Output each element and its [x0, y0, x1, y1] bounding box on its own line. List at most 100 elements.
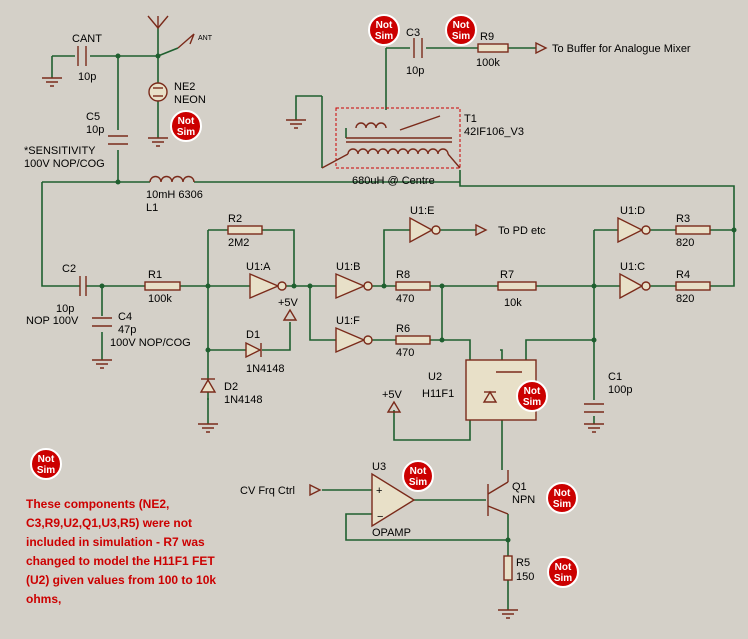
r3-resistor	[675, 225, 711, 235]
svg-text:Sim: Sim	[37, 465, 55, 476]
cant-ref: CANT	[72, 33, 102, 45]
r9-ref: R9	[480, 31, 494, 43]
note-line-6: ohms,	[26, 592, 61, 606]
r1-resistor	[144, 281, 181, 291]
plus5v-arrow-icon	[282, 308, 298, 321]
c4-capacitor	[92, 317, 112, 327]
q1-transistor	[487, 470, 509, 516]
c2-value: 10p	[56, 303, 74, 315]
r2-resistor	[227, 225, 263, 235]
u1a-inverter	[249, 272, 287, 300]
d2-value: 1N4148	[224, 394, 263, 406]
c2-ref: C2	[62, 263, 76, 275]
r4-resistor	[675, 281, 711, 291]
note-line-4: changed to model the H11F1 FET	[26, 554, 215, 568]
u2-value: H11F1	[422, 388, 454, 400]
q1-ref: Q1	[512, 481, 527, 493]
r6-value: 470	[396, 347, 414, 359]
sensitivity-line-2: 100V NOP/COG	[24, 158, 105, 170]
sensitivity-line-1: *SENSITIVITY	[24, 145, 96, 157]
ne2-neon-lamp	[148, 82, 168, 102]
c2-capacitor	[79, 276, 87, 296]
r1-value: 100k	[148, 293, 172, 305]
c2-rating: NOP 100V	[26, 315, 79, 327]
r2-value: 2M2	[228, 237, 249, 249]
cant-value: 10p	[78, 71, 96, 83]
c1-ref: C1	[608, 371, 622, 383]
r4-value: 820	[676, 293, 694, 305]
d1-diode	[245, 341, 262, 359]
svg-text:Sim: Sim	[553, 499, 571, 510]
cv-arrow-icon	[309, 483, 322, 497]
svg-text:Sim: Sim	[375, 31, 393, 42]
antenna-symbol	[147, 15, 195, 49]
c3-ref: C3	[406, 27, 420, 39]
svg-text:Not: Not	[38, 454, 55, 465]
r1-ref: R1	[148, 269, 162, 281]
u3-value: OPAMP	[372, 527, 411, 539]
not-sim-badge-ne2: Not Sim	[170, 110, 202, 142]
c4-value: 47p	[118, 324, 136, 336]
c4-rating: 100V NOP/COG	[110, 337, 191, 349]
c3-capacitor	[413, 38, 423, 58]
not-sim-badge-r5: Not Sim	[547, 556, 579, 588]
not-sim-badge-q1: Not Sim	[546, 482, 578, 514]
u1c-ref: U1:C	[620, 261, 645, 273]
pd-arrow-icon	[475, 223, 488, 237]
u1f-ref: U1:F	[336, 315, 360, 327]
c1-capacitor	[584, 403, 604, 413]
note-line-3: included in simulation - R7 was	[26, 535, 205, 549]
r8-resistor	[395, 281, 431, 291]
l1-value: 10mH 6306	[146, 189, 203, 201]
l1-ref: L1	[146, 202, 158, 214]
u1d-inverter	[617, 216, 651, 244]
r2-ref: R2	[228, 213, 242, 225]
svg-text:Sim: Sim	[452, 31, 470, 42]
svg-text:Sim: Sim	[409, 477, 427, 488]
note-line-1: These components (NE2,	[26, 497, 169, 511]
r5-ref: R5	[516, 557, 530, 569]
u2-supply-label: +5V	[382, 389, 403, 401]
ground-symbols	[42, 77, 604, 619]
r3-ref: R3	[676, 213, 690, 225]
simulation-note: These components (NE2, C3,R9,U2,Q1,U3,R5…	[26, 497, 216, 606]
d1-ref: D1	[246, 329, 260, 341]
r4-ref: R4	[676, 269, 690, 281]
l1-inductor	[149, 175, 195, 183]
r6-ref: R6	[396, 323, 410, 335]
r6-resistor	[395, 335, 431, 345]
ne2-value: NEON	[174, 94, 206, 106]
r7-ref: R7	[500, 269, 514, 281]
svg-text:Not: Not	[178, 116, 195, 127]
not-sim-badge-r9: Not Sim	[445, 14, 477, 46]
r8-value: 470	[396, 293, 414, 305]
q1-value: NPN	[512, 494, 535, 506]
c4-ref: C4	[118, 311, 132, 323]
buffer-label: To Buffer for Analogue Mixer	[552, 43, 691, 55]
pd-label: To PD etc	[498, 225, 546, 237]
u1c-inverter	[619, 272, 651, 300]
svg-text:Not: Not	[555, 562, 572, 573]
u1a-ref: U1:A	[246, 261, 271, 273]
note-line-2: C3,R9,U2,Q1,U3,R5) were not	[26, 516, 192, 530]
t1-transformer	[321, 107, 461, 169]
c3-value: 10p	[406, 65, 424, 77]
not-sim-badges: Not Sim Not Sim Not Sim Not Sim Not Sim …	[30, 14, 579, 588]
r7-value: 10k	[504, 297, 522, 309]
c5-ref: C5	[86, 111, 100, 123]
svg-text:Sim: Sim	[554, 573, 572, 584]
u1b-ref: U1:B	[336, 261, 360, 273]
not-sim-badge-legend: Not Sim	[30, 448, 62, 480]
note-line-5: (U2) given values from 100 to 10k	[26, 573, 216, 587]
svg-text:Not: Not	[453, 20, 470, 31]
d1-value: 1N4148	[246, 363, 285, 375]
svg-text:Not: Not	[410, 466, 427, 477]
svg-text:+: +	[376, 485, 382, 497]
u2-supply-arrow-icon	[386, 400, 402, 413]
r8-ref: R8	[396, 269, 410, 281]
r9-value: 100k	[476, 57, 500, 69]
svg-text:Sim: Sim	[177, 127, 195, 138]
r5-value: 150	[516, 571, 534, 583]
